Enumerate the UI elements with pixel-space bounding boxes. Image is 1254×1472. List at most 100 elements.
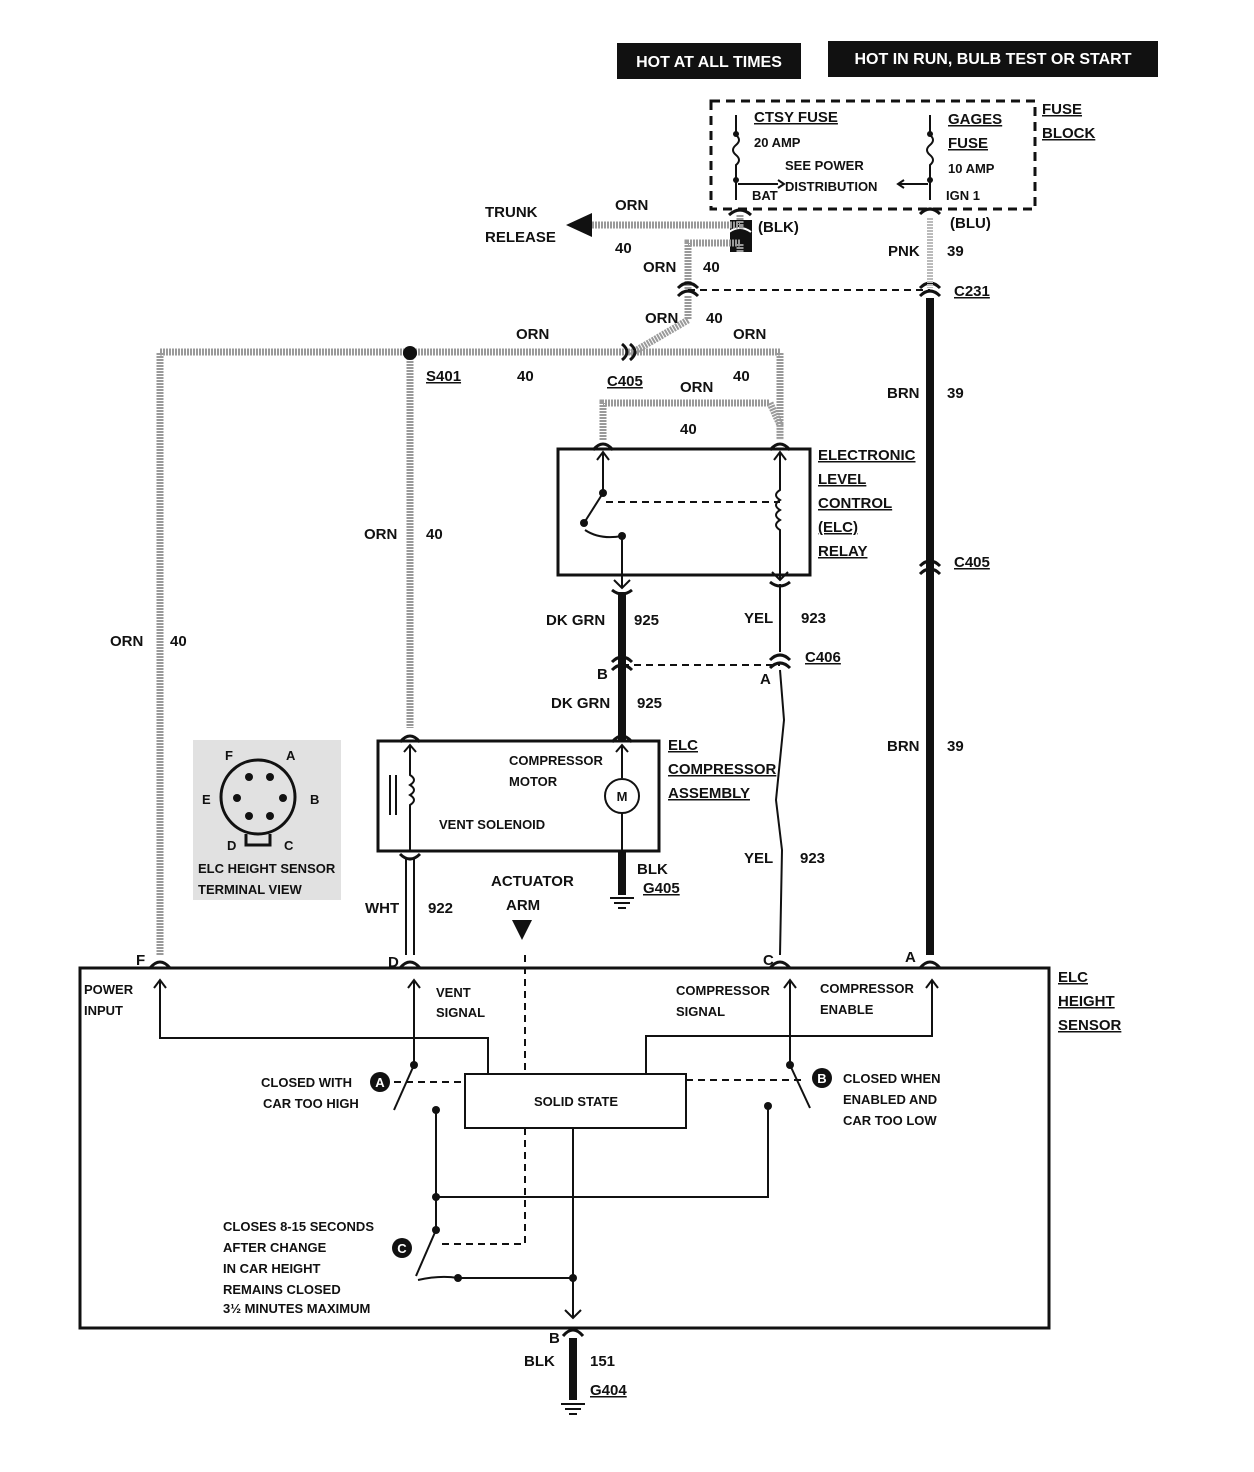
connector-c405-label: C405 — [607, 373, 643, 390]
ground-icon — [610, 897, 634, 909]
wire-circuit-39-2: 39 — [947, 385, 964, 402]
relay-label: ELECTRONIC — [818, 447, 916, 464]
actuator-arm-label: ACTUATOR — [491, 873, 574, 890]
wire-circuit-40-5: 40 — [733, 368, 750, 385]
wire-orn-bus — [156, 348, 784, 955]
marker-a-icon — [370, 1072, 390, 1092]
wire-orn-relay — [599, 399, 784, 440]
fuse-block-label: FUSE — [1042, 101, 1082, 118]
arrow-icon — [738, 179, 786, 189]
wire-color-dk-grn: DK GRN — [546, 612, 605, 629]
gages-fuse-amp: 10 AMP — [948, 161, 995, 176]
ctsy-fuse-label: CTSY FUSE — [754, 109, 838, 126]
switch-c-desc-2: AFTER CHANGE — [223, 1240, 327, 1255]
vent-solenoid-label: VENT SOLENOID — [439, 817, 545, 832]
wire-wht — [405, 858, 415, 955]
wire-color-orn-3: ORN — [645, 310, 678, 327]
switch-c-desc-3: IN CAR HEIGHT — [223, 1261, 321, 1276]
legend-hot-always-text: HOT AT ALL TIMES — [636, 54, 782, 71]
wire-circuit-925: 925 — [634, 612, 659, 629]
actuator-arm-label-2: ARM — [506, 897, 540, 914]
connector-face-icon — [219, 758, 297, 836]
ground-g405-label: G405 — [643, 880, 680, 897]
vent-signal-label: VENT — [436, 985, 471, 1000]
fuse-block-label-2: BLOCK — [1042, 125, 1095, 142]
actuator-arm: ACTUATOR ARM — [491, 873, 574, 940]
wire-color-orn-2: ORN — [643, 259, 676, 276]
terminal-a-label: A — [286, 748, 296, 763]
sensor-pin-d: D — [388, 954, 399, 971]
switch-a-desc-2: CAR TOO HIGH — [263, 1096, 359, 1111]
splice-s401 — [403, 346, 417, 360]
sensor-pin-f: F — [136, 952, 145, 969]
splice-s401-label: S401 — [426, 368, 461, 385]
relay-label-2: LEVEL — [818, 471, 866, 488]
switch-b-desc-2: ENABLED AND — [843, 1092, 937, 1107]
wire-color-dk-grn-2: DK GRN — [551, 695, 610, 712]
compressor-assembly-label-3: ASSEMBLY — [668, 785, 750, 802]
connector-c231-label: C231 — [954, 283, 990, 300]
ctsy-fuse-amp: 20 AMP — [754, 135, 801, 150]
wire-yel — [774, 584, 786, 956]
relay-label-3: CONTROL — [818, 495, 892, 512]
pin-b-label-2: B — [549, 1330, 560, 1347]
marker-b-icon — [812, 1068, 832, 1088]
connector-blu: (BLU) — [950, 215, 991, 232]
gages-fuse-label: GAGES — [948, 111, 1002, 128]
wire-orn-feed — [684, 239, 744, 290]
terminal-c-label: C — [284, 838, 294, 853]
terminal-view-label-2: TERMINAL VIEW — [198, 882, 302, 897]
switch-b-desc-3: CAR TOO LOW — [843, 1113, 937, 1128]
arrow-down-icon — [512, 920, 532, 940]
power-input-label: POWER — [84, 982, 134, 997]
elc-relay: ELECTRONIC LEVEL CONTROL (ELC) RELAY — [556, 442, 916, 590]
ground-icon-2 — [561, 1403, 585, 1415]
gages-fuse-symbol — [926, 115, 934, 200]
trunk-release-text-2: RELEASE — [485, 229, 556, 246]
wire-color-orn-4: ORN — [516, 326, 549, 343]
terminal-d-label: D — [227, 838, 236, 853]
wire-circuit-40-6: 40 — [680, 421, 697, 438]
wire-circuit-40-8: 40 — [170, 633, 187, 650]
power-input-label-2: INPUT — [84, 1003, 123, 1018]
solid-state-block — [464, 1073, 687, 1129]
wire-color-orn-8: ORN — [110, 633, 143, 650]
connector-c406-label: C406 — [805, 649, 841, 666]
solid-state-label: SOLID STATE — [534, 1094, 618, 1109]
wire-circuit-151: 151 — [590, 1353, 615, 1370]
compressor-assembly-label: ELC — [668, 737, 698, 754]
wire-circuit-39: 39 — [947, 243, 964, 260]
height-sensor-label: ELC — [1058, 969, 1088, 986]
compressor-assembly-label-2: COMPRESSOR — [668, 761, 777, 778]
wire-circuit-923: 923 — [801, 610, 826, 627]
marker-c-icon — [392, 1238, 412, 1258]
fuse-block: FUSE BLOCK CTSY FUSE 20 AMP SEE POWER DI… — [709, 99, 1095, 236]
connector-blk: (BLK) — [758, 219, 799, 236]
height-sensor-label-2: HEIGHT — [1058, 993, 1115, 1010]
ign1-label: IGN 1 — [946, 188, 980, 203]
wire-orn-diagonal — [628, 296, 692, 358]
marker-c: C — [397, 1241, 407, 1256]
wire-color-orn: ORN — [615, 197, 648, 214]
terminal-b-label: B — [310, 792, 319, 807]
wire-color-wht: WHT — [365, 900, 399, 917]
legend-hot-run: HOT IN RUN, BULB TEST OR START — [828, 41, 1158, 77]
bat-label: BAT — [752, 188, 778, 203]
pin-a-label: A — [760, 671, 771, 688]
motor-m-label: M — [617, 789, 628, 804]
elc-height-sensor: ELC HEIGHT SENSOR F D C A POWER INPUT VE… — [78, 949, 1122, 1330]
switch-b-desc: CLOSED WHEN — [843, 1071, 941, 1086]
pin-b-label: B — [597, 666, 608, 683]
switch-c-desc-5: 3½ MINUTES MAXIMUM — [223, 1301, 370, 1316]
marker-b: B — [817, 1071, 826, 1086]
arrow-left-icon — [566, 213, 592, 237]
wire-color-blk-2: BLK — [524, 1353, 555, 1370]
wire-circuit-925-2: 925 — [637, 695, 662, 712]
wire-color-orn-6: ORN — [680, 379, 713, 396]
connector-c405-label-2: C405 — [954, 554, 990, 571]
arrow-icon-2 — [896, 179, 928, 189]
compressor-enable-label-2: ENABLE — [820, 1002, 874, 1017]
compressor-motor-label-2: MOTOR — [509, 774, 558, 789]
switch-a-desc: CLOSED WITH — [261, 1075, 352, 1090]
